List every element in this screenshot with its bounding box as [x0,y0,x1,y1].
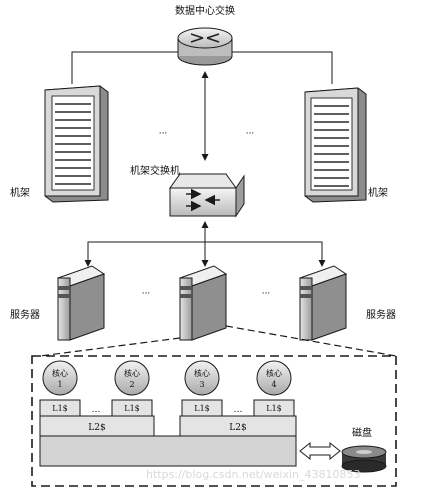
rack-right-label: 机架 [368,186,388,199]
memory-disk-arrow [299,441,341,461]
core-1: 核心 1 [42,360,78,396]
rack-left [44,85,109,203]
rack-left-label: 机架 [10,186,30,199]
l2-cache-right [179,415,297,437]
l1-cache-3-label: L1$ [194,404,210,413]
ellipsis-l1-right: … [234,405,243,415]
ellipsis-l1-left: … [92,405,101,415]
l1-cache-3 [181,399,223,417]
core-1-name: 核心 [52,368,68,378]
server-right-label: 服务器 [366,308,396,321]
core-2-number: 2 [129,380,134,389]
l1-cache-2-label: L1$ [124,404,140,413]
server-left [56,265,106,341]
rack-switch-arrows-icon [186,188,220,212]
rack-switch-label: 机架交换机 [130,164,180,177]
rack-right [304,87,367,203]
l1-cache-4 [253,399,295,417]
core-3: 核心 3 [184,360,220,396]
server-left-label: 服务器 [10,308,40,321]
watermark-text: https://blog.csdn.net/weixin_43810853 [146,468,361,481]
l1-cache-2 [111,399,153,417]
link-top-to-left-rack [71,51,178,84]
ellipsis-servers-left: ··· [142,289,151,299]
ellipsis-racks-left: ··· [159,129,168,139]
core-1-number: 1 [57,380,62,389]
memory-bar [39,435,297,467]
l2-cache-left [39,415,155,437]
disk-label: 磁盘 [352,426,372,439]
core-3-number: 3 [199,380,204,389]
core-4-name: 核心 [266,368,282,378]
server-center [178,265,228,341]
ellipsis-servers-right: ··· [262,289,271,299]
core-2: 核心 2 [114,360,150,396]
link-top-to-right-rack [232,51,333,84]
link-rack-switch-to-left-server [84,241,205,267]
l1-cache-4-label: L1$ [266,404,282,413]
core-4-number: 4 [271,380,276,389]
core-3-name: 核心 [194,368,210,378]
server-detail-box [31,355,397,487]
l1-cache-1-label: L1$ [52,404,68,413]
disk-icon [341,445,387,473]
l2-cache-right-label: L2$ [229,423,246,433]
ellipsis-racks-right: ··· [246,129,255,139]
core-4: 核心 4 [256,360,292,396]
core-2-name: 核心 [124,368,140,378]
l2-cache-left-label: L2$ [88,423,105,433]
link-rack-switch-to-right-server [205,241,326,267]
server-right [298,265,348,341]
zoom-line-left [39,337,181,357]
datacenter-switch [177,27,233,66]
switch-arrows-icon [190,33,220,43]
zoom-line-right [225,325,397,357]
rack-switch [169,173,245,218]
datacenter-switch-label: 数据中心交换 [175,4,235,17]
l1-cache-1 [39,399,81,417]
